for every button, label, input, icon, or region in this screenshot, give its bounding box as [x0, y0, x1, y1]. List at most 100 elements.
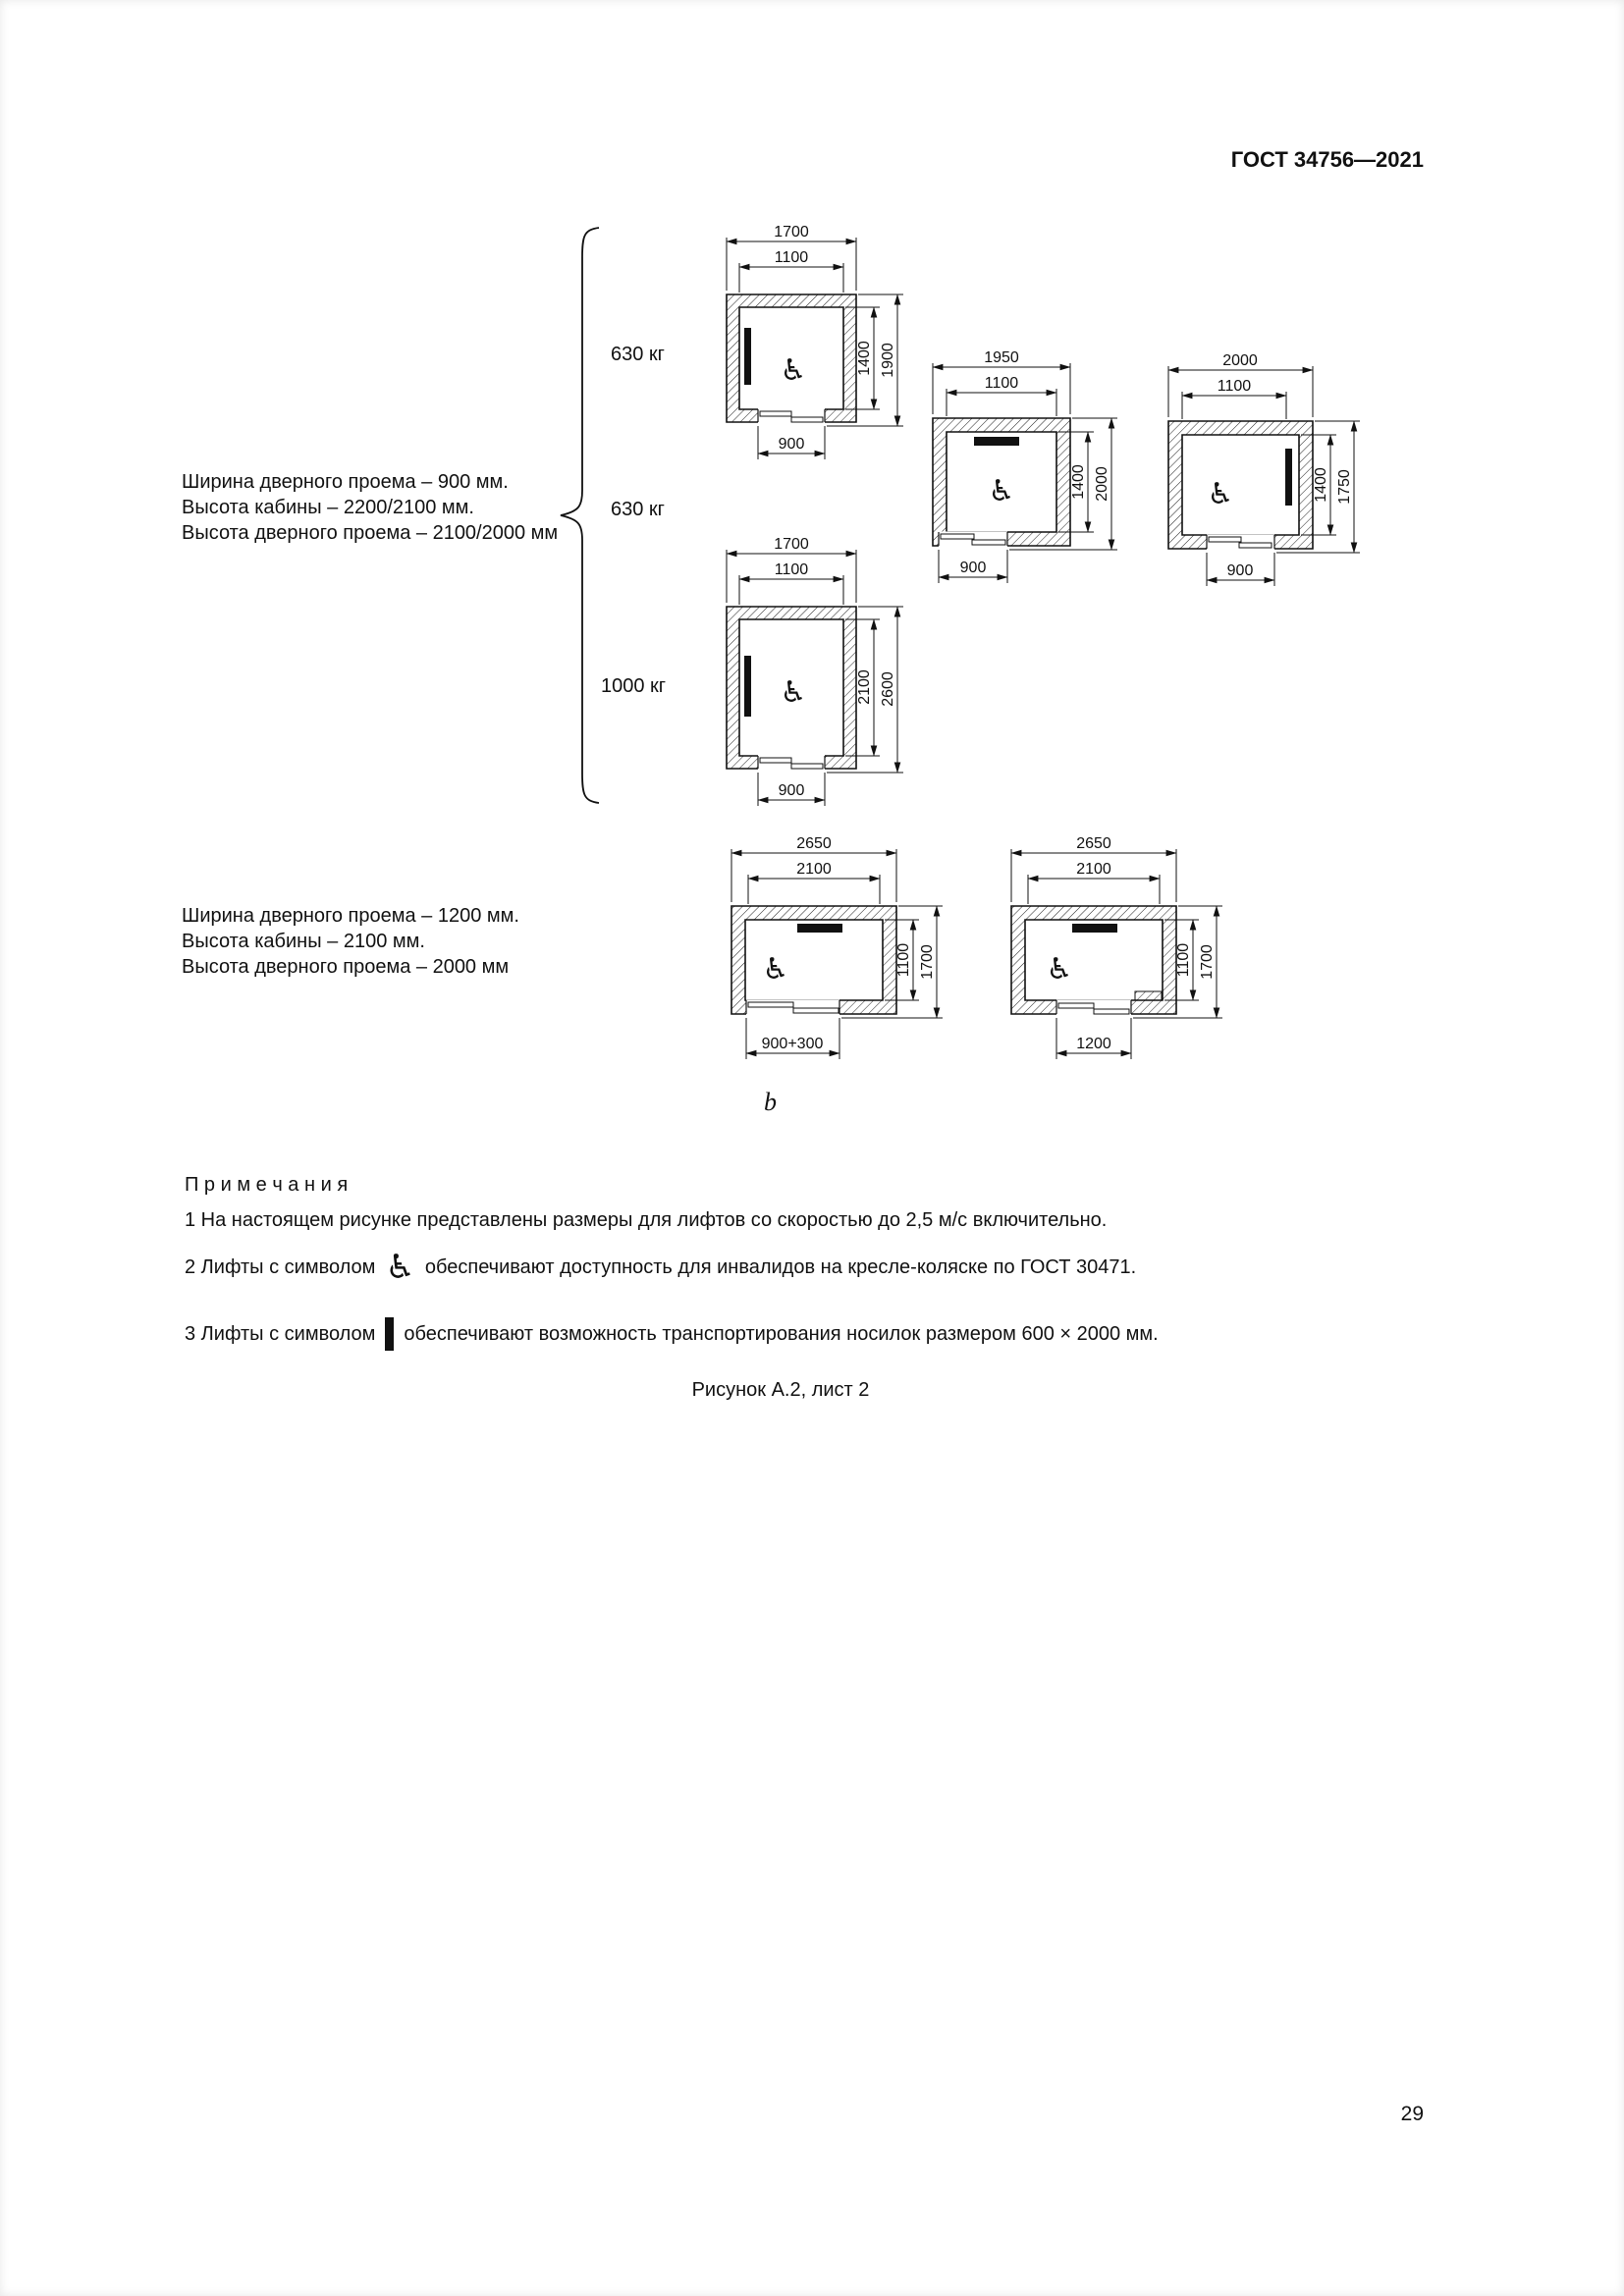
note-2: 2 Лифты с символом ♿ обеспечивают доступ… — [185, 1251, 1136, 1284]
dim-label: 900 — [1227, 562, 1254, 579]
dim-label: 1750 — [1336, 469, 1353, 505]
diagram-cab-630-b: ♿ 1950 1100 1400 2000 900 — [932, 349, 1117, 583]
stretcher-icon — [744, 656, 751, 717]
dim-outer-depth: 2000 — [1009, 417, 1117, 551]
cabin-walls — [1167, 420, 1314, 550]
dim-label: 2100 — [1076, 861, 1111, 878]
dim-inner-width: 2100 — [747, 861, 881, 904]
dim-label: 1400 — [1313, 467, 1329, 503]
group1-brace — [560, 227, 600, 804]
dim-door-width: 900 — [757, 773, 826, 806]
dim-label: 2000 — [1222, 352, 1258, 369]
wheelchair-icon: ♿ — [385, 1248, 415, 1287]
cabin-walls — [731, 905, 897, 1015]
dim-label: 2100 — [856, 669, 873, 705]
desc-line: Высота кабины – 2100 мм. — [182, 931, 425, 952]
figure-caption: Рисунок А.2, лист 2 — [691, 1379, 870, 1401]
dim-label: 2600 — [880, 671, 896, 707]
group2-description: Ширина дверного проема – 1200 мм. Высота… — [182, 903, 519, 980]
dim-label: 900 — [779, 436, 805, 453]
stretcher-icon — [797, 924, 842, 933]
diagram-wide-b: ♿ 2650 2100 1100 1700 1200 — [1010, 835, 1222, 1059]
dim-label: 900 — [960, 560, 987, 576]
dim-inner-width: 1100 — [738, 561, 844, 605]
dim-door-width: 900 — [1206, 553, 1275, 586]
door-pocket — [1134, 990, 1163, 1001]
dim-outer-width: 1950 — [932, 349, 1071, 414]
dim-label: 1700 — [774, 224, 809, 240]
dim-inner-width: 1100 — [738, 249, 844, 293]
wheelchair-icon: ♿ — [781, 675, 807, 710]
stretcher-icon — [1072, 924, 1117, 933]
dim-label: 1400 — [856, 341, 873, 376]
dim-inner-width: 1100 — [1181, 378, 1287, 419]
dim-inner-depth: 1400 — [1301, 434, 1336, 536]
dim-outer-width: 2650 — [1010, 835, 1177, 902]
diagram-cab-630-a: ♿ 1700 1100 1400 1900 900 — [726, 224, 903, 459]
diagram-cab-1000: ♿ 1700 1100 2100 2600 900 — [726, 536, 903, 806]
dim-door-width: 1200 — [1056, 1018, 1132, 1059]
dim-label: 1900 — [880, 343, 896, 378]
dim-label: 1100 — [985, 375, 1019, 392]
cabin-walls — [726, 606, 857, 771]
dim-label: 2650 — [796, 835, 832, 852]
stretcher-icon — [744, 328, 751, 385]
figure-sublabel: b — [764, 1088, 777, 1116]
cabin-walls — [726, 294, 857, 424]
door-opening — [759, 410, 824, 423]
note-2-text-suffix: обеспечивают доступность для инвалидов н… — [424, 1255, 1137, 1278]
dim-outer-depth: 1900 — [827, 294, 903, 427]
dim-inner-depth: 2100 — [845, 618, 880, 757]
desc-line: Ширина дверного проема – 900 мм. — [182, 471, 509, 493]
stretcher-icon — [1285, 449, 1292, 506]
door-opening — [759, 757, 824, 770]
brace-path — [560, 227, 600, 804]
dim-label: 1400 — [1070, 464, 1087, 500]
note-1: 1 На настоящем рисунке представлены разм… — [185, 1209, 1108, 1231]
dim-outer-depth: 1750 — [1276, 420, 1360, 554]
weight-label-2: 630 кг — [611, 499, 665, 520]
dim-label: 1100 — [1175, 943, 1192, 978]
dim-door-width: 900+300 — [745, 1018, 840, 1059]
dim-door-width: 900 — [938, 550, 1008, 583]
dim-label: 2100 — [796, 861, 832, 878]
dim-label: 1100 — [1218, 378, 1252, 395]
wheelchair-icon: ♿ — [989, 474, 1015, 508]
note-3-text-suffix: обеспечивают возможность транспортирован… — [404, 1322, 1159, 1345]
weight-label-1: 630 кг — [611, 344, 665, 365]
wheelchair-icon: ♿ — [1047, 952, 1073, 987]
dim-outer-width: 1700 — [726, 536, 857, 603]
diagram-wide-a: ♿ 2650 2100 1100 1700 900+300 — [731, 835, 943, 1059]
desc-line: Высота дверного проема – 2000 мм — [182, 956, 510, 978]
dim-label: 1700 — [1199, 944, 1216, 980]
weight-label-3: 1000 кг — [601, 675, 667, 697]
dim-label: 2000 — [1094, 466, 1110, 502]
note-3-text-prefix: 3 Лифты с символом — [185, 1322, 376, 1345]
dim-label: 2650 — [1076, 835, 1111, 852]
dim-outer-depth: 1700 — [1133, 905, 1222, 1019]
door-opening — [1057, 1002, 1130, 1015]
dim-label: 900 — [779, 782, 805, 799]
dim-label: 1100 — [775, 561, 809, 578]
desc-line: Высота дверного проема – 2100/2000 мм — [182, 522, 559, 544]
stretcher-icon — [974, 437, 1019, 446]
desc-line: Ширина дверного проема – 1200 мм. — [182, 905, 519, 927]
note-2-text-prefix: 2 Лифты с символом — [185, 1255, 376, 1278]
dim-outer-depth: 1700 — [841, 905, 943, 1019]
door-opening — [1208, 536, 1272, 549]
dim-label: 1100 — [895, 943, 912, 978]
wheelchair-icon: ♿ — [781, 353, 807, 388]
wheelchair-icon: ♿ — [1208, 477, 1234, 511]
page-number: 29 — [1400, 2103, 1424, 2125]
notes-title: П р и м е ч а н и я — [185, 1174, 349, 1196]
dim-inner-width: 1100 — [946, 375, 1057, 416]
cabin-walls — [1010, 905, 1177, 1015]
dim-inner-depth: 1400 — [1058, 431, 1094, 533]
door-opening — [747, 1001, 839, 1014]
diagram-cab-630-c: ♿ 2000 1100 1400 1750 900 — [1167, 352, 1360, 586]
dim-label: 1100 — [775, 249, 809, 266]
dim-label: 1700 — [774, 536, 809, 553]
dim-inner-depth: 1100 — [1164, 919, 1199, 1001]
dim-label: 1950 — [984, 349, 1019, 366]
dim-inner-depth: 1400 — [845, 306, 880, 410]
